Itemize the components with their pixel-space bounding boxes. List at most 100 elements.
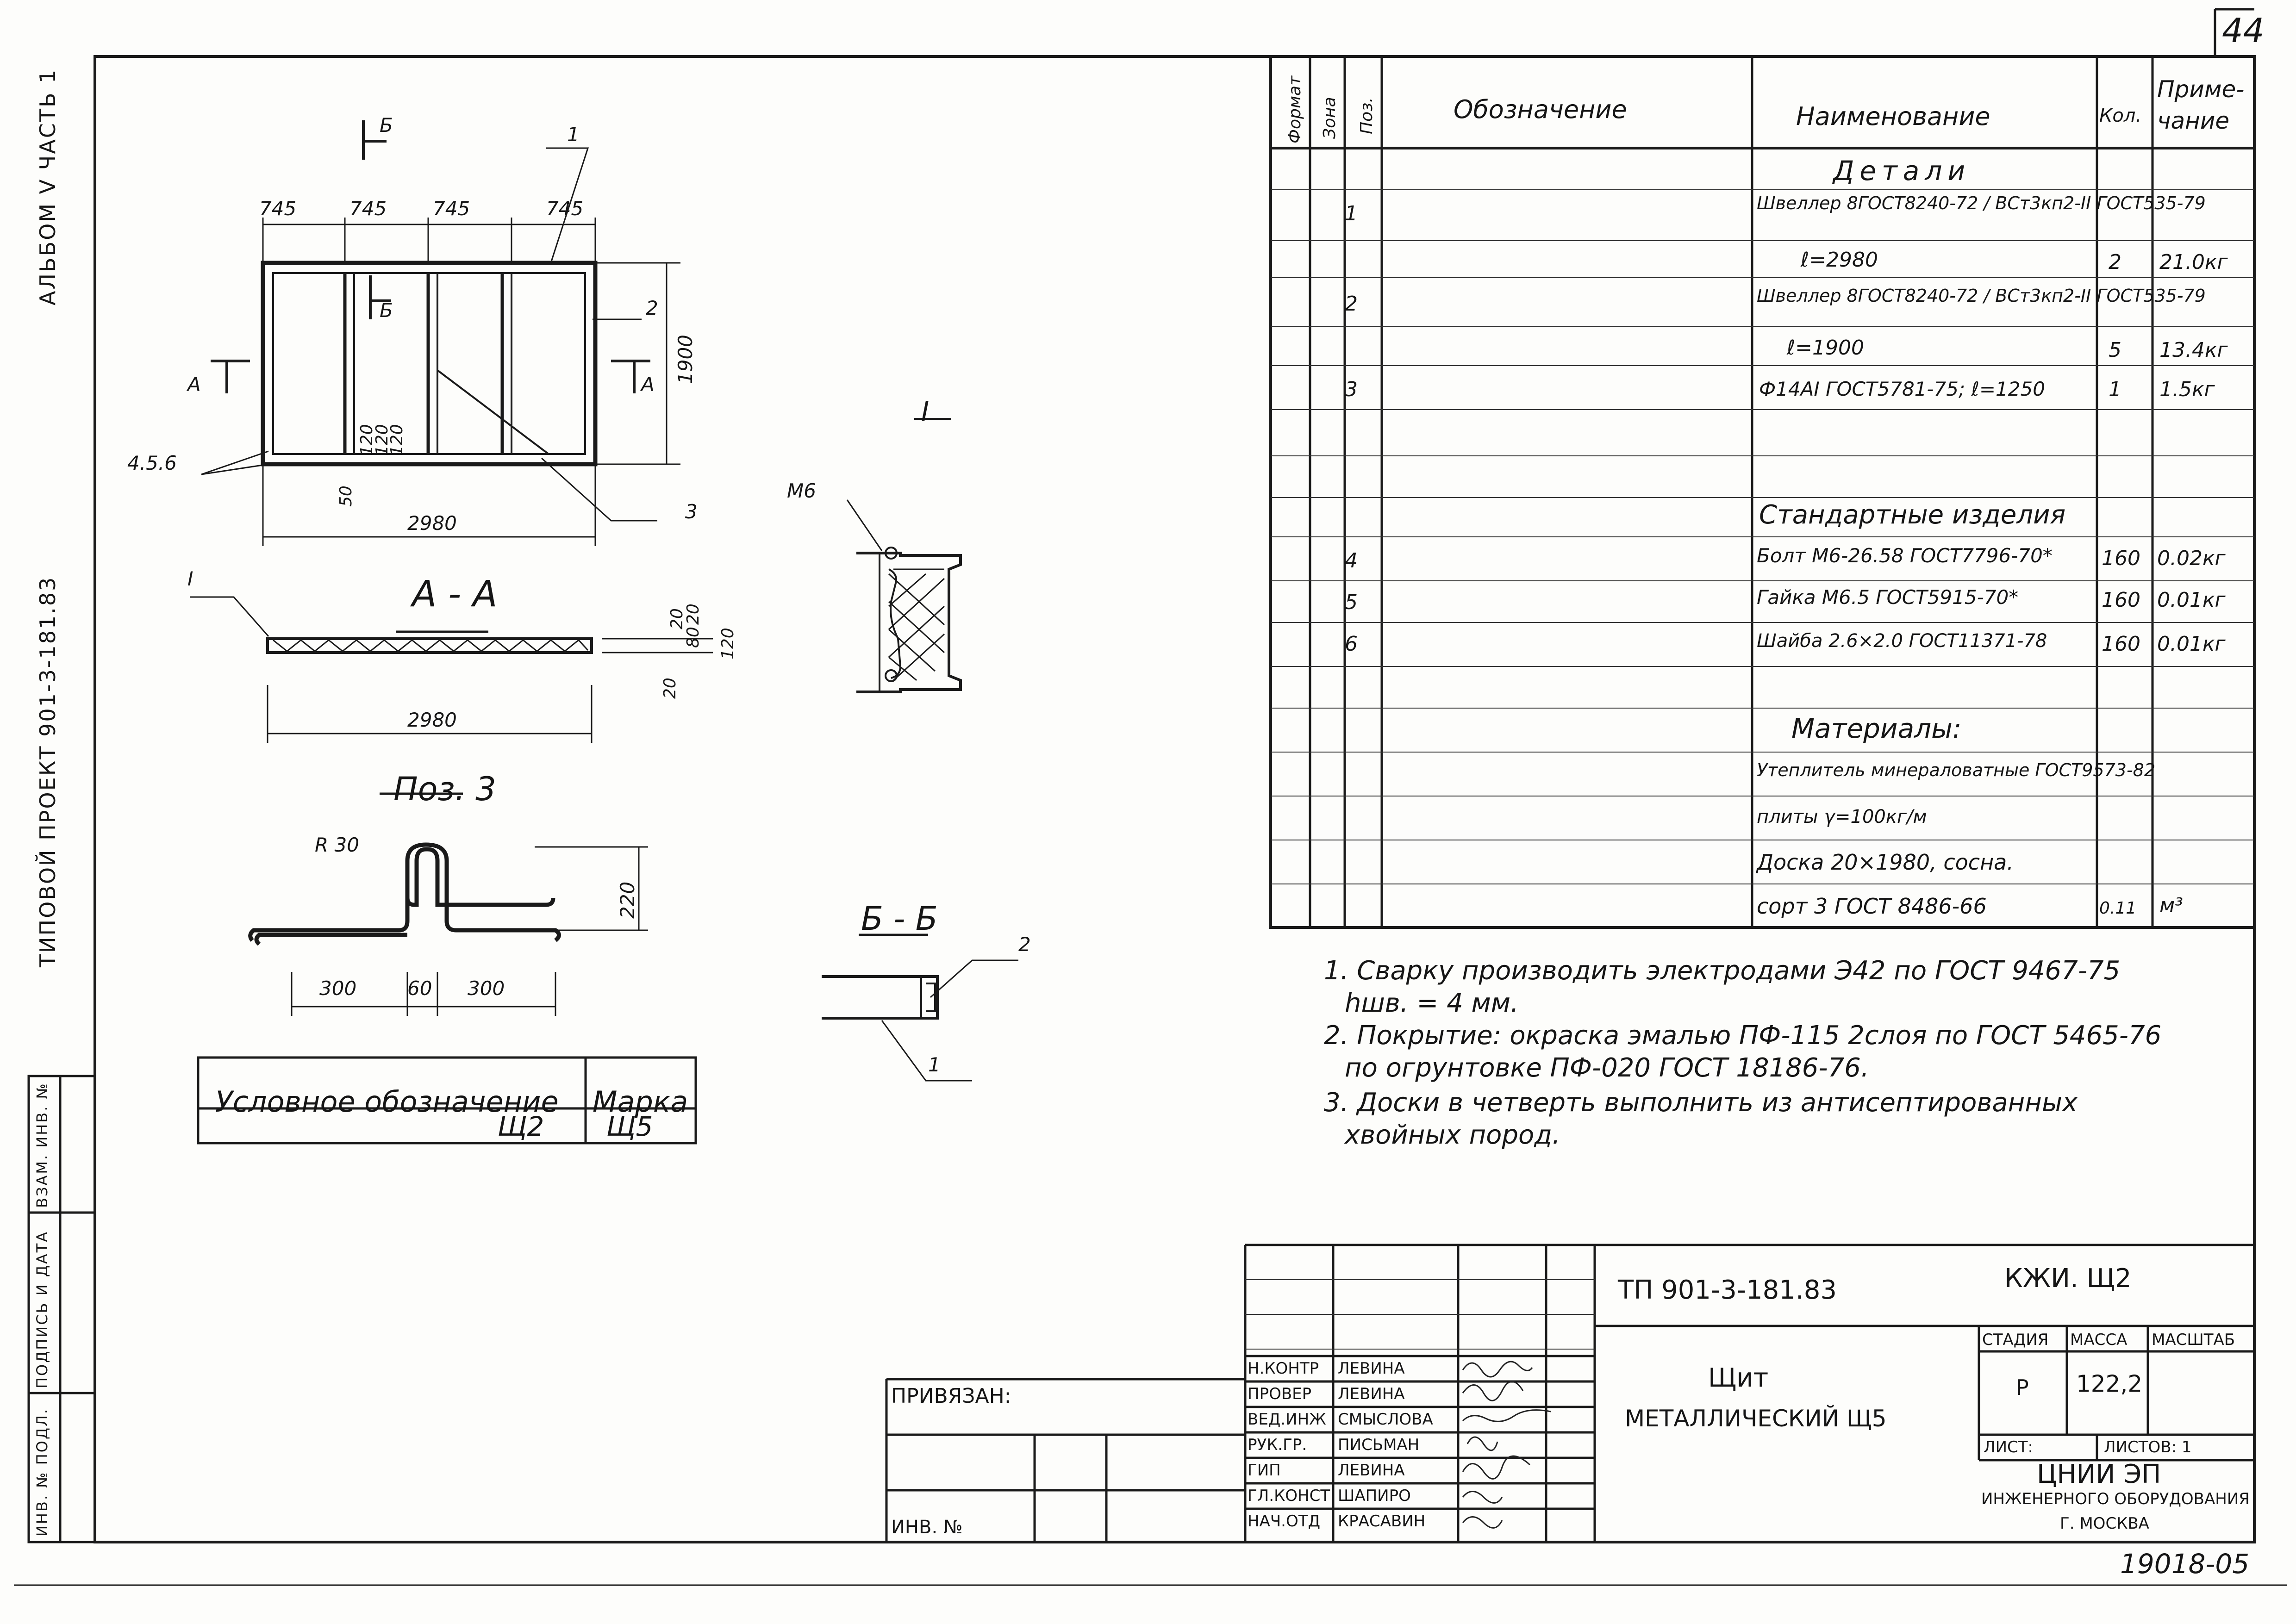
spec-row-qty: 160: [2102, 547, 2140, 570]
tb-staff-name: ЛЕВИНА: [1338, 1461, 1405, 1480]
spec-row-pos: 2: [1345, 292, 1358, 316]
tb-staff-role: ПРОВЕР: [1248, 1385, 1312, 1403]
spec-row-name: Доска 20×1980, сосна.: [1757, 850, 2014, 875]
tb-staff-name: ЛЕВИНА: [1338, 1385, 1405, 1403]
tb-org-line2: ИНЖЕНЕРНОГО ОБОРУДОВАНИЯ: [1981, 1490, 2250, 1508]
left-stamp-lines: [27, 1075, 96, 1543]
spec-row-note: 21.0кг: [2159, 250, 2228, 274]
spec-section-details: Детали: [1833, 155, 1971, 187]
tb-title-line1: Щит: [1708, 1363, 1769, 1393]
note-1: 1. Сварку производить электродами Э42 по…: [1324, 956, 2121, 986]
spec-header-designation: Обозначение: [1454, 95, 1627, 124]
plan-view: [201, 120, 680, 546]
bb-callout-1: 1: [928, 1053, 941, 1076]
tb-inv-label: ИНВ. №: [891, 1517, 963, 1538]
spec-section-materials: Материалы:: [1791, 713, 1962, 744]
pos3-dim-220: 220: [616, 881, 639, 919]
spec-row-name: Болт М6-26.58 ГОСТ7796-70*: [1757, 544, 2053, 567]
tb-staff-name: ПИСЬМАН: [1338, 1436, 1420, 1454]
dim-745-4: 745: [546, 197, 584, 220]
stamp-podpis: ПОДПИСЬ И ДАТА: [33, 1230, 51, 1388]
tb-staff-name: ЛЕВИНА: [1338, 1359, 1405, 1378]
legend-table-lines: [197, 1056, 697, 1145]
tb-doc-number: 19018-05: [2120, 1548, 2250, 1580]
spec-row-name: ℓ=1900: [1787, 336, 1865, 360]
stamp-inv-podl: ИНВ. № ПОДЛ.: [33, 1407, 51, 1537]
spec-row-name: Шайба 2.6×2.0 ГОСТ11371-78: [1757, 630, 2047, 652]
spec-row-pos: 1: [1345, 202, 1358, 225]
sheet-number: 44: [2222, 11, 2265, 50]
legend-header-mark: Марка: [593, 1085, 688, 1119]
spec-row-name: ℓ=2980: [1801, 248, 1878, 272]
spec-row-qty: 160: [2102, 588, 2140, 612]
tb-scale-label: МАСШТАБ: [2152, 1331, 2235, 1349]
spec-row-pos: 3: [1345, 378, 1358, 401]
spec-row-name: Швеллер 8ГОСТ8240-72 / ВСт3кп2-II ГОСТ53…: [1757, 193, 2206, 213]
spec-row-note: м³: [2159, 894, 2183, 917]
stamp-vzam: ВЗАМ. ИНВ. №: [33, 1082, 51, 1208]
detail-I-title: I: [921, 396, 930, 427]
section-mark-b-mid: Б: [380, 299, 393, 322]
pos3-dim-60: 60: [407, 977, 432, 1000]
note-3-cont: хвойных пород.: [1345, 1120, 1560, 1150]
tb-mass-label: МАССА: [2070, 1331, 2128, 1349]
spec-row-name: Гайка М6.5 ГОСТ5915-70*: [1757, 586, 2019, 609]
spec-header-note: Приме-чание: [2157, 76, 2245, 134]
section-mark-b-top: Б: [380, 114, 393, 137]
tb-sheet-label: ЛИСТ:: [1984, 1438, 2033, 1456]
spec-row-pos: 4: [1345, 549, 1358, 572]
spec-section-std: Стандартные изделия: [1759, 500, 2066, 530]
tb-staff-role: РУК.ГР.: [1248, 1436, 1307, 1454]
tb-staff-role: ГЛ.КОНСТ: [1248, 1487, 1330, 1505]
dim-aa-20-right: 20: [684, 604, 703, 625]
section-bb: [822, 933, 1018, 1082]
tb-mass-value: 122,2: [2076, 1370, 2143, 1397]
tb-staff-name: СМЫСЛОВА: [1338, 1410, 1433, 1429]
spec-header-qty: Кол.: [2099, 105, 2142, 126]
spec-row-name: Ф14АI ГОСТ5781-75; ℓ=1250: [1759, 378, 2045, 400]
dim-2980-aa: 2980: [407, 709, 457, 731]
signatures: [1462, 1361, 1551, 1529]
spec-header-pos: Поз.: [1357, 97, 1376, 134]
tb-sheets-label: ЛИСТОВ: 1: [2104, 1438, 2192, 1456]
tb-doc-code: ТП 901-3-181.83: [1618, 1275, 1837, 1305]
spec-row-note: 0.01кг: [2157, 588, 2226, 612]
dim-120-c: 120: [387, 424, 406, 456]
spec-row-name: Швеллер 8ГОСТ8240-72 / ВСт3кп2-II ГОСТ53…: [1757, 286, 2206, 306]
tb-stage-label: СТАДИЯ: [1982, 1331, 2049, 1349]
legend-value-symbol: Щ2: [498, 1111, 544, 1142]
section-aa-title: А - А: [412, 573, 498, 615]
tb-staff-role: Н.КОНТР: [1248, 1359, 1319, 1378]
spec-row-note: 0.02кг: [2157, 547, 2226, 570]
dim-745-2: 745: [349, 197, 387, 220]
tb-title-line2: металлический Щ5: [1625, 1405, 1887, 1432]
tb-org-city: Г. МОСКВА: [2060, 1514, 2149, 1533]
spec-row-qty: 5: [2109, 338, 2121, 362]
dim-745-1: 745: [259, 197, 297, 220]
tb-stage-value: Р: [2016, 1375, 2029, 1400]
section-mark-a-left: А: [187, 373, 201, 396]
spec-row-pos: 6: [1345, 632, 1358, 656]
title-block-lines: [885, 1244, 2254, 1542]
spec-row-pos: 5: [1345, 591, 1358, 614]
spec-table-lines: [1269, 55, 2256, 929]
dim-745-3: 745: [433, 197, 470, 220]
pos3-drawing: [248, 792, 648, 1016]
spec-row-qty: 2: [2109, 250, 2121, 274]
dim-50: 50: [337, 485, 356, 507]
side-label-album: АЛЬБОМ V ЧАСТЬ 1: [35, 68, 60, 305]
callout-3: 3: [685, 500, 698, 523]
tb-staff-name: КРАСАВИН: [1338, 1512, 1426, 1531]
legend-header-symbol: Условное обозначение: [215, 1085, 559, 1119]
note-3: 3. Доски в четверть выполнить из антисеп…: [1324, 1088, 2078, 1118]
section-aa: [190, 596, 713, 743]
spec-row-qty: 160: [2102, 632, 2140, 656]
dim-aa-20-left: 20: [661, 678, 680, 699]
tb-staff-role: НАЧ.ОТД: [1248, 1512, 1321, 1531]
spec-row-qty: 1: [2109, 378, 2121, 401]
spec-row-note: 13.4кг: [2159, 338, 2228, 362]
callout-1: 1: [567, 123, 580, 146]
dim-aa-120: 120: [718, 628, 737, 660]
